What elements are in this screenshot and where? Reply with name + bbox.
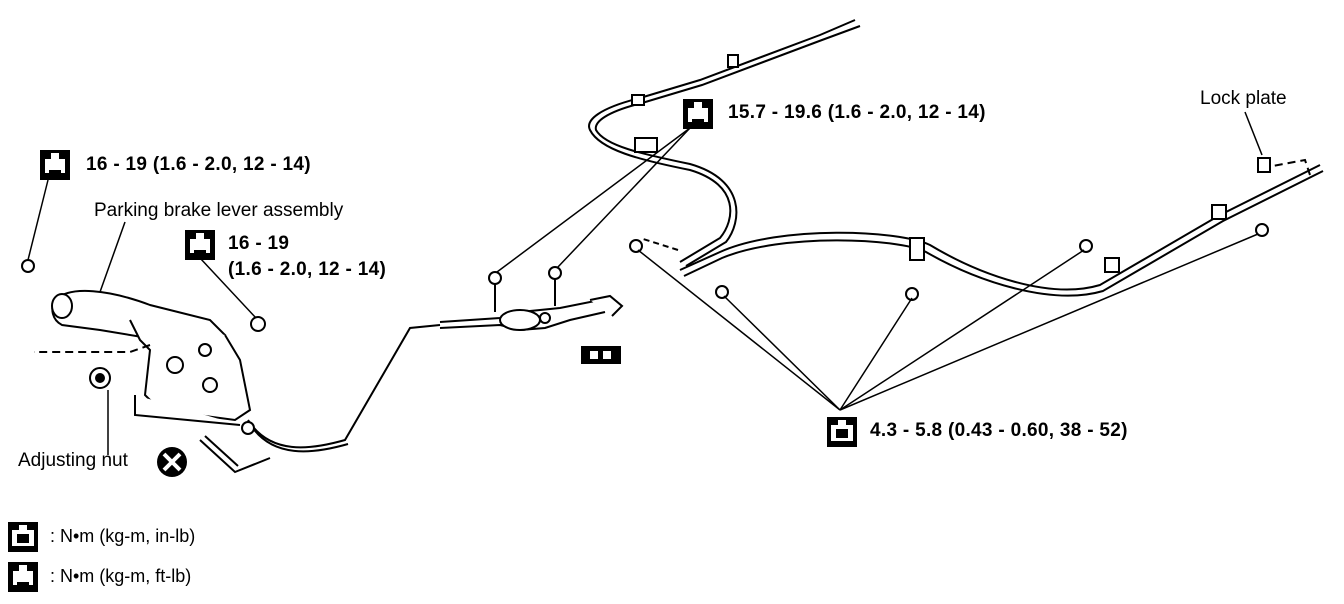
torque-wrench-inlb-icon (827, 417, 857, 447)
torque-spec-lever-mid-line1: 16 - 19 (228, 233, 290, 254)
torque-wrench-icon (40, 150, 70, 180)
parking-brake-lever-label: Parking brake lever assembly (94, 200, 344, 221)
torque-wrench-ftlb-icon (8, 562, 38, 592)
lever-bolt (21, 259, 266, 332)
do-not-reuse-icon (157, 447, 187, 477)
equalizer-assembly (439, 266, 624, 364)
torque-wrench-icon (683, 99, 713, 129)
lock-plate-label: Lock plate (1200, 88, 1287, 109)
torque-wrench-inlb-icon (8, 522, 38, 552)
torque-spec-lever-mid-line2: (1.6 - 2.0, 12 - 14) (228, 259, 387, 280)
torque-spec-cable-bracket: 15.7 - 19.6 (1.6 - 2.0, 12 - 14) (728, 102, 986, 123)
front-cable (199, 324, 441, 474)
rear-cable-lower (679, 157, 1324, 297)
leader-lines (27, 111, 1263, 455)
adjusting-nut-label: Adjusting nut (18, 450, 128, 471)
parking-brake-lever (34, 290, 255, 435)
torque-spec-lever-top: 16 - 19 (1.6 - 2.0, 12 - 14) (86, 154, 311, 175)
torque-spec-small-bolts: 4.3 - 5.8 (0.43 - 0.60, 38 - 52) (870, 420, 1128, 441)
legend-ftlb: : N•m (kg-m, ft-lb) (50, 566, 192, 586)
torque-wrench-icon (185, 230, 215, 260)
rear-cable-upper (588, 19, 861, 267)
legend-inlb: : N•m (kg-m, in-lb) (50, 526, 196, 546)
cable-bolts (629, 223, 1269, 301)
